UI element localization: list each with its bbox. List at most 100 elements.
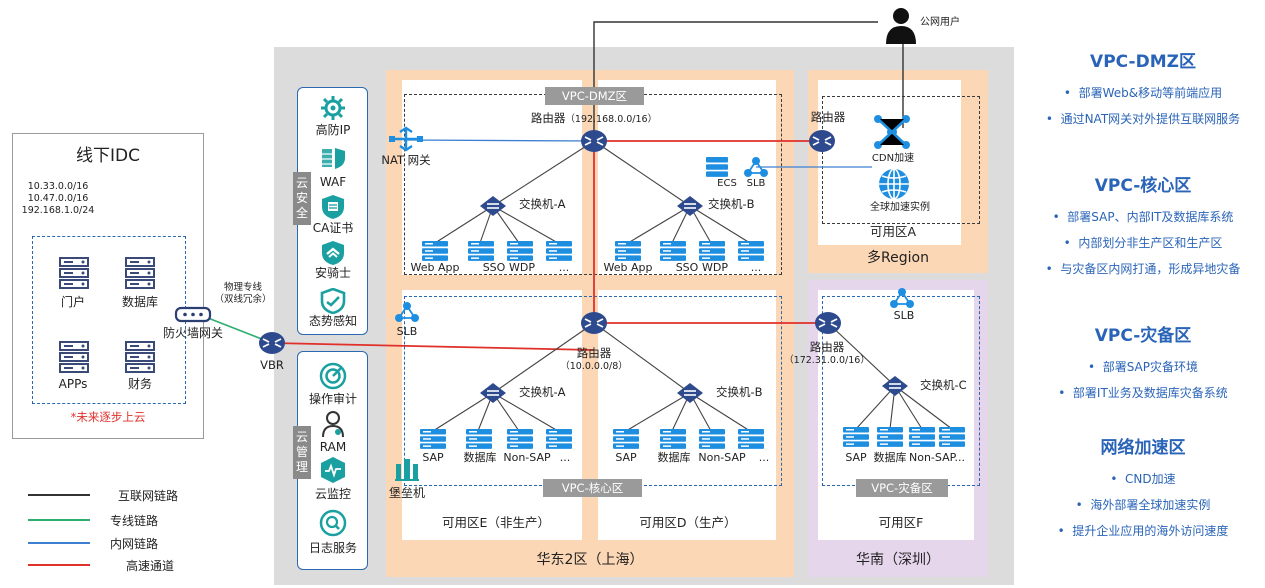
server-label: 数据库 — [657, 451, 691, 464]
server-icon — [938, 426, 966, 452]
server-icon — [614, 240, 642, 266]
right-section-title: 网络加速区 — [1100, 438, 1186, 458]
server-icon — [419, 428, 447, 454]
legend-label: 高速通道 — [126, 559, 175, 573]
server-icon — [124, 340, 156, 378]
management-item: 操作审计 — [308, 392, 358, 406]
security-guard-icon — [322, 241, 344, 265]
dmz-router-label: 路由器（192.168.0.0/16） — [530, 111, 657, 125]
dmz-switch-b-label: 交换机-B — [708, 197, 755, 211]
right-bullet: • 内部划分非生产区和生产区 — [1063, 236, 1223, 250]
legend-label: 内网链路 — [110, 537, 159, 551]
link-label: （双线冗余） — [214, 294, 272, 305]
server-icon — [545, 428, 573, 454]
security-title: 云安全 — [293, 172, 311, 225]
server-icon — [506, 428, 534, 454]
server-icon — [737, 240, 765, 266]
server-label: SAP — [422, 451, 444, 464]
right-bullet-text: CND加速 — [1125, 472, 1176, 486]
server-label: ... — [758, 451, 770, 464]
server-label: Non-SAP — [503, 451, 551, 464]
core-slb-label: SLB — [396, 325, 418, 338]
right-bullet: • 部署SAP、内部IT及数据库系统 — [1052, 210, 1234, 224]
server-icon — [842, 426, 870, 452]
legend-label: 专线链路 — [110, 514, 159, 528]
right-bullet: • 海外部署全球加速实例 — [1075, 498, 1211, 512]
multi-region-label: 多Region — [867, 250, 929, 266]
right-bullet: • CND加速 — [1110, 472, 1176, 486]
server-label: Non-SAP — [698, 451, 746, 464]
dr-router-label: 路由器 — [809, 340, 845, 354]
core-switch-b-label: 交换机-B — [716, 385, 763, 399]
cloud-monitor-icon — [321, 457, 345, 483]
management-item: 日志服务 — [308, 541, 358, 555]
server-icon — [124, 256, 156, 294]
server-icon — [876, 426, 904, 452]
server-icon — [465, 428, 493, 454]
server-icon — [506, 240, 534, 266]
security-item: 安骑士 — [314, 266, 352, 280]
right-section-title: VPC-核心区 — [1094, 176, 1192, 196]
security-item: WAF — [319, 175, 347, 189]
public-user-icon — [886, 8, 916, 44]
right-bullet-text: 海外部署全球加速实例 — [1090, 498, 1211, 512]
dr-zone-label: 可用区F — [878, 515, 924, 530]
firewall-icon — [174, 306, 212, 323]
management-item: 云监控 — [314, 487, 352, 501]
idc-cidr: 10.47.0.0/16 — [27, 193, 89, 204]
core-slb-icon — [395, 302, 419, 322]
dmz-slb-icon — [744, 157, 768, 177]
right-bullet: • 部署SAP灾备环境 — [1087, 360, 1199, 374]
ecs-icon — [705, 156, 729, 182]
server-label: 数据库 — [873, 451, 907, 464]
management-item: RAM — [319, 440, 347, 454]
right-bullet-text: 部署Web&移动等前端应用 — [1078, 86, 1223, 100]
server-label: Web App — [410, 261, 460, 274]
dmz-switch-b-icon — [675, 194, 705, 222]
server-icon — [467, 240, 495, 266]
right-bullet: • 提升企业应用的海外访问速度 — [1057, 524, 1229, 538]
dr-router-cidr: （172.31.0.0/16） — [784, 355, 870, 366]
idc-note: *未来逐步上云 — [70, 410, 146, 424]
multi-zone-label: 可用区A — [869, 224, 917, 239]
situation-awareness-icon — [320, 288, 346, 314]
multi-zone-a-panel — [818, 80, 961, 245]
idc-cidr: 192.168.1.0/24 — [21, 205, 95, 216]
right-bullet-text: 通过NAT网关对外提供互联网服务 — [1060, 112, 1241, 126]
server-label: ... — [559, 451, 571, 464]
multi-region-outline — [822, 96, 980, 224]
cdn-icon — [874, 115, 910, 149]
dr-switch-c-label: 交换机-C — [920, 378, 967, 392]
security-title-text: 云安全 — [295, 176, 308, 220]
bastion-label: 堡垒机 — [388, 486, 426, 500]
right-bullet-text: 内部划分非生产区和生产区 — [1078, 236, 1223, 250]
right-bullet: • 通过NAT网关对外提供互联网服务 — [1045, 112, 1241, 126]
idc-panel — [12, 133, 204, 439]
dr-slb-label: SLB — [893, 309, 915, 322]
anti-ddos-icon — [321, 96, 345, 120]
core-zone-d-panel — [598, 290, 776, 540]
security-item: CA证书 — [312, 221, 354, 235]
dmz-slb-label: SLB — [746, 178, 766, 189]
security-item: 态势感知 — [308, 314, 358, 328]
ecs-label: ECS — [717, 178, 737, 189]
core-router-icon — [580, 310, 608, 340]
dmz-router-name: 路由器 — [530, 111, 566, 125]
idc-title: 线下IDC — [76, 146, 140, 166]
idc-server-label: APPs — [58, 377, 88, 391]
dmz-router-icon — [580, 128, 608, 158]
right-bullet-text: 部署IT业务及数据库灾备系统 — [1072, 386, 1228, 400]
server-label: SAP — [845, 451, 867, 464]
dmz-switch-a-icon — [478, 194, 508, 222]
right-section-title: VPC-灾备区 — [1094, 326, 1192, 346]
server-icon — [659, 240, 687, 266]
dr-switch-c-icon — [880, 374, 910, 402]
server-label: Web App — [603, 261, 653, 274]
server-label: 数据库 — [463, 451, 497, 464]
ram-user-icon — [322, 411, 344, 438]
dr-region-label: 华南（深圳） — [856, 552, 940, 568]
public-user-label: 公网用户 — [920, 17, 960, 28]
right-bullet-text: 与灾备区内网打通，形成异地灾备 — [1060, 262, 1241, 276]
server-icon — [908, 426, 936, 452]
server-label: SAP — [615, 451, 637, 464]
